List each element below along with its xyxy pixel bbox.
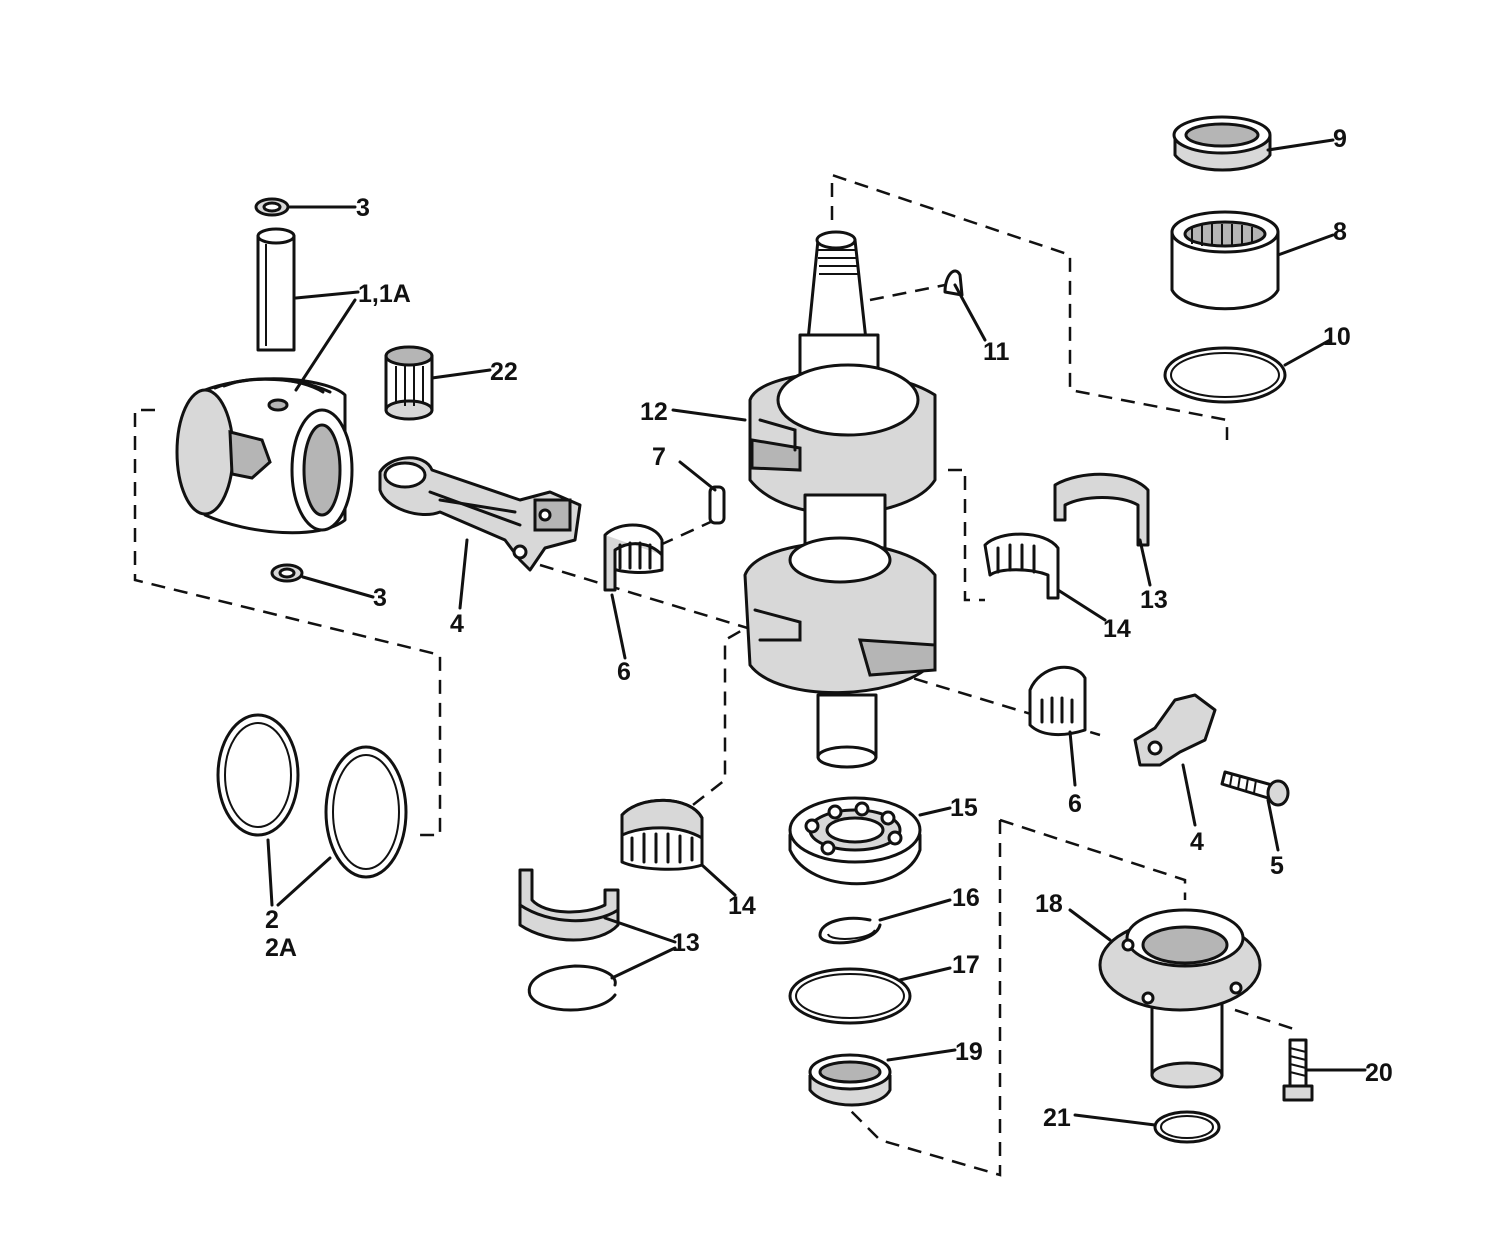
assembly-guide-lines — [133, 173, 1298, 1177]
label-14-lower: 14 — [728, 892, 756, 920]
part-15-ball-bearing — [788, 796, 922, 886]
label-9: 9 — [1333, 125, 1347, 153]
label-8: 8 — [1333, 218, 1347, 246]
label-22: 22 — [490, 358, 518, 386]
label-20: 20 — [1365, 1059, 1393, 1087]
label-11: 11 — [983, 338, 1010, 366]
part-17-o-ring — [788, 967, 912, 1025]
part-6-bearing-cage-left — [603, 523, 664, 592]
label-19: 19 — [955, 1038, 983, 1066]
label-2a: 2A — [265, 934, 297, 962]
part-13-bearing-liner-lower — [518, 868, 620, 942]
label-16: 16 — [952, 884, 980, 912]
part-1-wrist-pin — [256, 227, 296, 352]
label-10: 10 — [1323, 323, 1351, 351]
label-3-bottom: 3 — [373, 584, 387, 612]
part-14-bearing-cage-right — [983, 532, 1060, 600]
part-9-seal — [1172, 115, 1272, 172]
part-14-bearing-cage-lower — [620, 798, 704, 871]
part-10-o-ring — [1163, 346, 1287, 404]
label-14-right: 14 — [1103, 615, 1131, 643]
label-5: 5 — [1270, 852, 1284, 880]
part-3-bottom-retaining-ring — [270, 563, 304, 583]
part-3-top-retaining-ring — [254, 197, 290, 217]
label-4-cap: 4 — [1190, 828, 1204, 856]
part-19-seal — [808, 1053, 892, 1107]
label-6-left: 6 — [617, 658, 631, 686]
part-8-upper-bearing — [1170, 210, 1280, 311]
part-labels: 3 1,1A 22 3 4 7 6 12 11 9 8 10 13 14 6 4… — [265, 125, 1393, 1132]
label-21: 21 — [1043, 1104, 1071, 1132]
part-7-locating-pin — [708, 485, 726, 525]
part-13-bearing-liner-right — [1053, 472, 1150, 547]
label-3-top: 3 — [356, 194, 370, 222]
label-12: 12 — [640, 398, 668, 426]
part-6-bearing-cage-right — [1028, 665, 1087, 737]
label-4-rod: 4 — [450, 610, 464, 638]
part-20-screw — [1282, 1038, 1314, 1102]
part-2-piston-rings — [216, 713, 408, 879]
label-6-right: 6 — [1068, 790, 1082, 818]
label-7: 7 — [652, 443, 666, 471]
part-4-connecting-rod — [378, 456, 582, 572]
label-15: 15 — [950, 794, 978, 822]
label-17: 17 — [952, 951, 980, 979]
label-13-right: 13 — [1140, 586, 1168, 614]
label-1-1a: 1,1A — [358, 280, 411, 308]
part-12-crankshaft — [743, 230, 937, 769]
part-13-retaining-ring — [527, 964, 617, 1012]
part-5-cap-screw — [1220, 770, 1290, 807]
part-16-snap-ring — [818, 916, 882, 945]
part-18-bearing-housing — [1098, 908, 1262, 1089]
part-1a-piston — [175, 377, 354, 535]
leader-lines — [266, 138, 1367, 1127]
part-21-o-ring — [1153, 1110, 1221, 1144]
label-18: 18 — [1035, 890, 1063, 918]
part-22-needle-bearing — [384, 345, 434, 421]
label-2: 2 — [265, 906, 279, 934]
label-13-lower: 13 — [672, 929, 700, 957]
part-4-rod-cap — [1133, 693, 1217, 767]
